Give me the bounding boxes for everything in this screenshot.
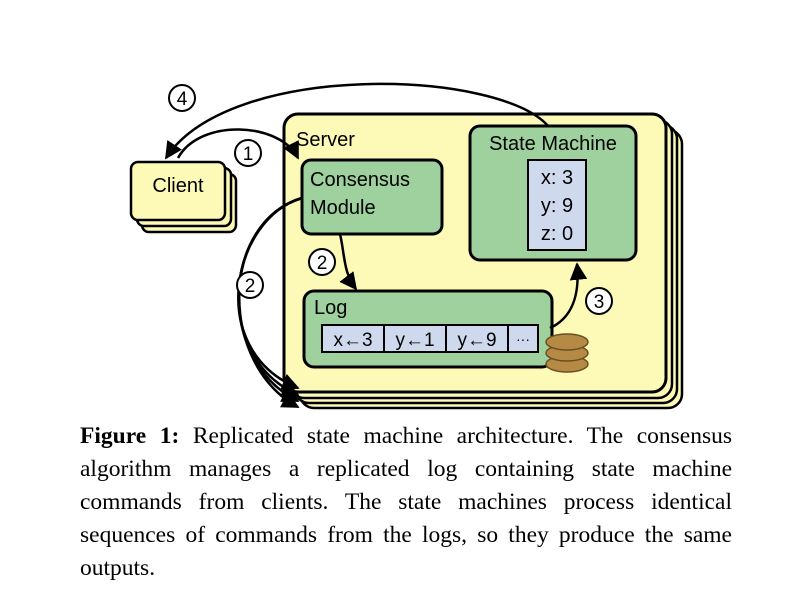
architecture-diagram: Server Client Consensus Module State Mac… — [129, 82, 684, 410]
step-marker-3: 3 — [585, 287, 613, 315]
arrow-step1 — [176, 128, 300, 160]
arrow-replicate-branch — [238, 196, 303, 409]
client-label: Client — [152, 175, 204, 197]
arrow-step3 — [549, 262, 588, 330]
client-stack — [129, 160, 238, 234]
log-entries: x←3 y←1 y←9 ··· — [321, 324, 539, 353]
caption-text: Replicated state machine architecture. T… — [80, 423, 732, 581]
state-values-box — [527, 159, 587, 251]
state-value-x: x: 3 — [541, 167, 573, 189]
consensus-module-label-line1: Consensus — [310, 169, 410, 191]
step-marker-3-label: 3 — [594, 292, 605, 313]
arrow-step4 — [164, 82, 549, 160]
log-entry-1: x←3 — [333, 330, 372, 351]
log-entry-ellipsis: ··· — [516, 331, 530, 347]
client-box — [129, 160, 227, 222]
log-entry-cell — [507, 324, 539, 353]
server-label: Server — [296, 129, 355, 151]
consensus-module-label-line2: Module — [310, 197, 376, 219]
caption-label: Figure 1: — [80, 423, 180, 449]
step-marker-1-label: 1 — [243, 144, 254, 165]
state-value-y: y: 9 — [541, 195, 573, 217]
log-entry-3: y←9 — [457, 330, 496, 351]
state-machine-label: State Machine — [489, 133, 617, 155]
log-entry-cell — [445, 324, 509, 353]
consensus-module-box — [300, 158, 444, 236]
step-marker-2a: 2 — [308, 248, 336, 276]
step-marker-2a-label: 2 — [317, 253, 328, 274]
state-value-z: z: 0 — [541, 223, 573, 245]
step-marker-2b-label: 2 — [245, 276, 256, 297]
step-marker-4: 4 — [168, 84, 196, 112]
arrow-step2 — [338, 233, 358, 291]
log-label: Log — [314, 297, 347, 319]
disk-stack-icon — [545, 333, 589, 373]
step-marker-1: 1 — [234, 139, 262, 167]
log-entry-2: y←1 — [395, 330, 434, 351]
step-marker-4-label: 4 — [177, 89, 188, 110]
step-marker-2b: 2 — [236, 271, 264, 299]
figure-caption: Figure 1: Replicated state machine archi… — [80, 420, 732, 585]
